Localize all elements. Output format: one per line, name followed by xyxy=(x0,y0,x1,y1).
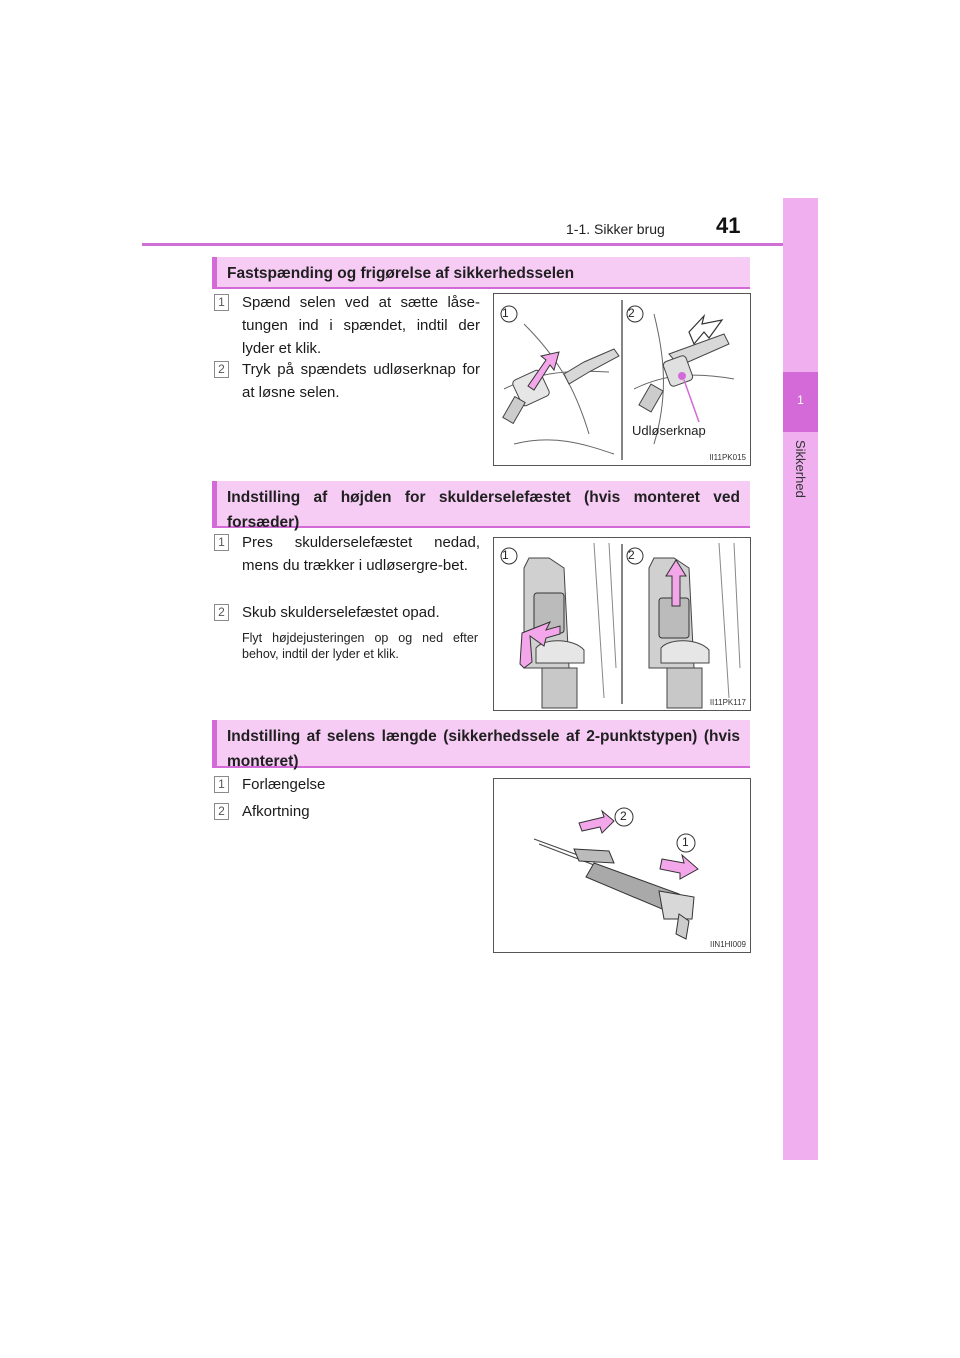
step-number-badge: 2 xyxy=(214,604,229,621)
header-rule xyxy=(142,243,818,246)
step-text: Afkortning xyxy=(242,803,310,820)
step-number-badge: 2 xyxy=(214,803,229,820)
section-header-shoulder-anchor: Indstilling af højden for skulderselefæs… xyxy=(212,481,750,531)
figure-buckle: 1 2 Udløserknap II11PK015 xyxy=(493,293,751,466)
figure-code: IIN1HI009 xyxy=(709,940,746,949)
release-button-label: Udløserknap xyxy=(632,423,706,438)
chapter-tab-bar xyxy=(783,198,818,1160)
step-item: 2 Tryk på spændets udløserknap for at lø… xyxy=(212,358,480,404)
step-number-badge: 1 xyxy=(214,776,229,793)
figure-belt-length: 2 1 IIN1HI009 xyxy=(493,778,751,953)
step-item: 2 Skub skulderselefæstet opad. xyxy=(212,601,480,624)
figure-callout-1: 1 xyxy=(682,835,689,849)
step-number-badge: 1 xyxy=(214,534,229,551)
step-number-badge: 2 xyxy=(214,361,229,378)
step-text: Skub skulderselefæstet opad. xyxy=(242,604,440,621)
step-text: Spænd selen ved at sætte låse-tungen ind… xyxy=(242,294,480,357)
figure-callout-1: 1 xyxy=(502,548,509,562)
step-item: 1 Spænd selen ved at sætte låse-tungen i… xyxy=(212,291,480,360)
figure-code: II11PK117 xyxy=(709,698,746,707)
figure-callout-2: 2 xyxy=(620,809,627,823)
figure-callout-1: 1 xyxy=(502,306,509,320)
belt-length-illustration xyxy=(533,807,699,940)
figure-callout-2: 2 xyxy=(628,548,635,562)
section-header-buckle: Fastspænding og frigørelse af sikkerheds… xyxy=(212,257,750,289)
page-number: 41 xyxy=(716,213,741,238)
step-text: Pres skulderselefæstet nedad, mens du tr… xyxy=(242,534,480,574)
buckle-illustration xyxy=(500,300,735,460)
step-item: 2 Afkortning xyxy=(212,800,480,823)
note-text: Flyt højdejusteringen op og ned efter be… xyxy=(242,631,478,661)
step-item: 1 Pres skulderselefæstet nedad, mens du … xyxy=(212,531,480,577)
section-header-belt-length: Indstilling af selens længde (sikkerheds… xyxy=(212,720,750,770)
header-section-title: 1-1. Sikker brug xyxy=(566,221,665,237)
chapter-label-text: Sikkerhed xyxy=(793,440,808,498)
chapter-label: Sikkerhed xyxy=(783,440,818,560)
step-text: Tryk på spændets udløserknap for at løsn… xyxy=(242,361,480,401)
step-text: Forlængelse xyxy=(242,776,326,793)
figure-shoulder-anchor: 1 2 II11PK117 xyxy=(493,537,751,711)
figure-callout-2: 2 xyxy=(628,306,635,320)
step-item: 1 Forlængelse xyxy=(212,773,480,796)
step-number-badge: 1 xyxy=(214,294,229,311)
chapter-number-tab[interactable]: 1 xyxy=(783,372,818,432)
shoulder-anchor-illustration xyxy=(500,542,741,709)
figure-code: II11PK015 xyxy=(709,453,746,462)
